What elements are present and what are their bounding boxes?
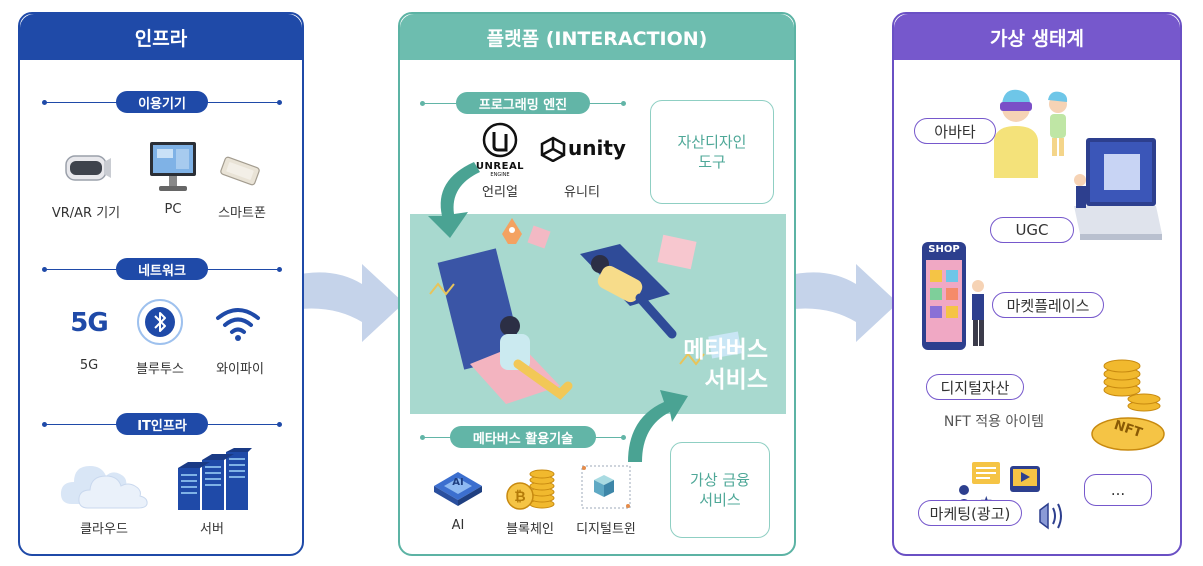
device-label-pc: PC: [164, 202, 182, 217]
nft-coins-icon: [1091, 359, 1165, 451]
network-label-5g: 5G: [79, 358, 99, 373]
engine-label-unity: 유니티: [564, 185, 600, 200]
unity-logo-icon: [540, 136, 566, 162]
it-header: IT인프라: [116, 413, 208, 435]
asset-tool-line2: 도구: [698, 153, 726, 171]
server-icon: [178, 448, 252, 510]
network-label-wifi: 와이파이: [216, 362, 264, 377]
metaverse-service-label: 메타버스 서비스: [683, 336, 768, 396]
it-label-server: 서버: [200, 522, 224, 537]
device-label-smartphone: 스마트폰: [218, 206, 266, 221]
tech-header: 메타버스 활용기술: [450, 426, 596, 448]
unreal-logo-subtext: ENGINE: [490, 172, 510, 178]
virtual-finance-box: 가상 금융 서비스: [670, 442, 770, 538]
platform-title: 플랫폼 (INTERACTION): [400, 14, 794, 60]
bluetooth-icon: [137, 299, 183, 345]
metaverse-illustration: [429, 218, 742, 404]
laptop-ugc-icon: [1074, 138, 1162, 240]
infra-title: 인프라: [20, 14, 302, 60]
digital-asset-pill: 디지털자산: [926, 374, 1024, 400]
fiveg-logo: 5G: [70, 308, 108, 338]
blockchain-coins-icon: ₿: [506, 469, 555, 510]
asset-tool-line1: 자산디자인: [677, 132, 747, 151]
wifi-icon: [216, 308, 260, 341]
cloud-icon: [60, 466, 148, 509]
metaverse-line2: 서비스: [704, 366, 768, 393]
asset-design-tool-box: 자산디자인 도구: [650, 100, 774, 204]
metaverse-line1: 메타버스: [683, 337, 768, 363]
more-pill: ...: [1084, 474, 1152, 506]
smartphone-icon: [220, 156, 260, 186]
digital-twin-icon: [581, 465, 631, 509]
it-label-cloud: 클라우드: [80, 522, 128, 537]
flow-arrow-platform-to-ecosystem: [786, 264, 898, 342]
device-label-vr: VR/AR 기기: [51, 206, 121, 221]
svg-text:₿: ₿: [514, 489, 525, 505]
engine-header: 프로그래밍 엔진: [456, 92, 590, 114]
ecosystem-panel: 가상 생태계 아바타 UGC SHOP 마켓플레이스: [892, 12, 1182, 556]
marketing-pill: 마케팅(광고): [918, 500, 1022, 526]
ai-chip-icon: [434, 472, 482, 506]
unity-logo-text: unity: [568, 136, 626, 160]
scene-to-finance-arrow: [628, 390, 688, 462]
finance-line1: 가상 금융: [690, 470, 750, 489]
devices-header: 이용기기: [116, 91, 208, 113]
shop-phone-icon: [922, 242, 984, 350]
network-label-bluetooth: 블루투스: [136, 362, 184, 377]
unreal-logo-text: UNREAL: [475, 161, 525, 172]
marketplace-pill: 마켓플레이스: [992, 292, 1104, 318]
engine-label-unreal: 언리얼: [482, 185, 518, 200]
pc-monitor-icon: [150, 142, 196, 191]
engine-to-scene-arrow: [428, 162, 480, 238]
finance-line2: 서비스: [699, 491, 741, 509]
tech-label-blockchain: 블록체인: [506, 522, 554, 537]
infra-panel: 인프라 이용기기 VR/AR 기기 PC 스마트폰 네트워크 5G 5G 블루투…: [18, 12, 304, 556]
vr-headset-icon: [65, 155, 111, 181]
nft-item-label: NFT 적용 아이템: [943, 414, 1045, 430]
ecosystem-title: 가상 생태계: [894, 14, 1180, 60]
shop-sign: SHOP: [928, 244, 960, 255]
metaverse-scene: 메타버스 서비스: [410, 214, 786, 414]
avatar-figures-icon: [994, 89, 1068, 178]
ai-chip-text: AI: [452, 477, 464, 488]
tech-label-ai: AI: [451, 518, 465, 533]
flow-arrow-infra-to-platform: [292, 264, 404, 342]
ugc-pill: UGC: [990, 217, 1074, 243]
avatar-pill: 아바타: [914, 118, 996, 144]
marketing-icons: ★: [956, 462, 1062, 530]
network-header: 네트워크: [116, 258, 208, 280]
tech-label-digital-twin: 디지털트윈: [576, 522, 636, 537]
unreal-engine-icon: [482, 122, 518, 158]
